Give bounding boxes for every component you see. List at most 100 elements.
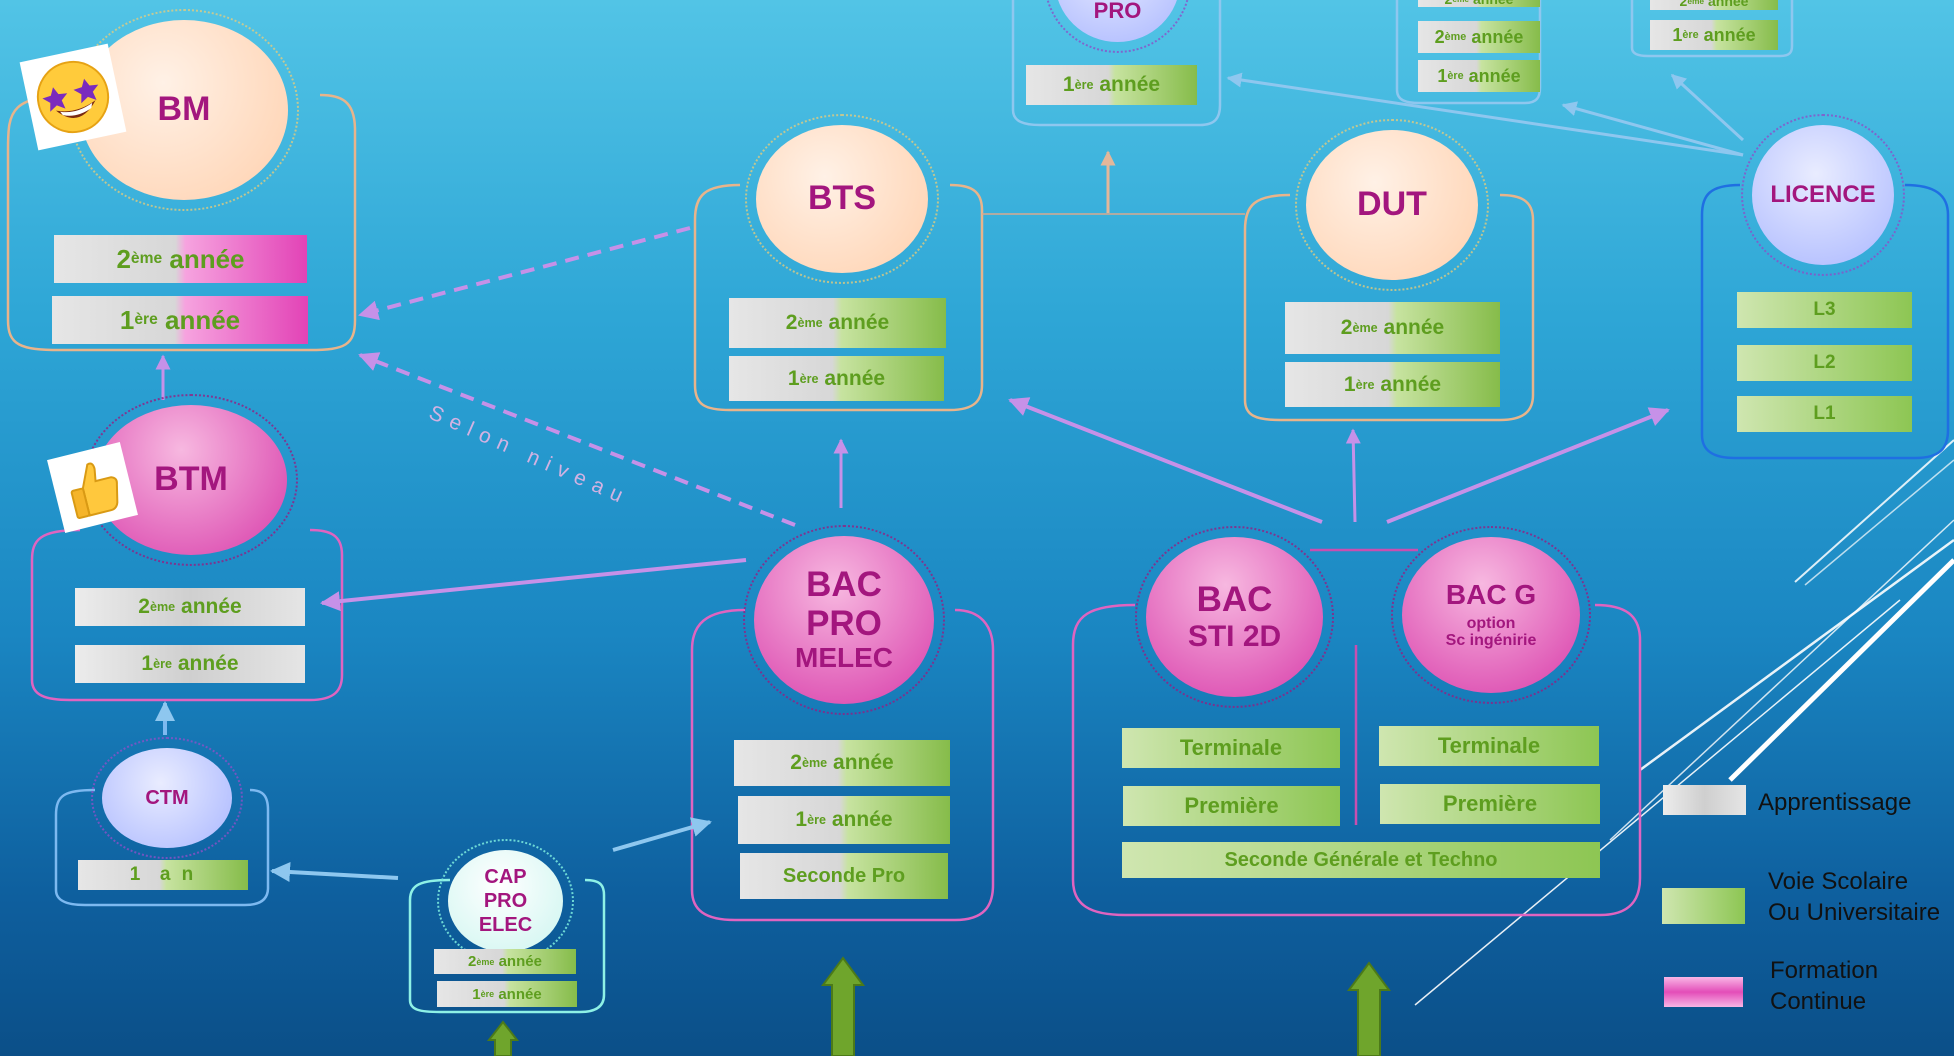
g-premiere-bar: Première xyxy=(1380,784,1600,824)
l1-label: L1 xyxy=(1813,403,1836,424)
bac-sti2d-line1: BAC xyxy=(1196,580,1273,620)
year-number: 2 xyxy=(1340,316,1353,339)
bac-pro-line1: BAC xyxy=(806,565,882,605)
selon-niveau-annotation: Selon niveau xyxy=(425,401,634,511)
year-number: 1 xyxy=(1672,24,1683,45)
legend-swatch-apprentissage xyxy=(1663,785,1746,815)
year-suffix: ème xyxy=(149,600,176,614)
year-suffix: ème xyxy=(130,250,163,267)
year-number: 1 xyxy=(1062,73,1075,96)
year-number: 2 xyxy=(138,595,150,618)
year-number: 1 xyxy=(119,304,135,335)
seconde-pro-bar: Seconde Pro xyxy=(740,853,948,899)
bac-pro-line3: MELEC xyxy=(795,642,893,674)
seconde-gt-label: Seconde Générale et Techno xyxy=(1224,848,1498,871)
year-number: 2 xyxy=(1434,26,1445,47)
year-word: année xyxy=(1707,0,1749,9)
legend-label-formation-line1: Formation xyxy=(1770,957,1879,984)
legend-label-voie-line1: Voie Scolaire xyxy=(1768,868,1909,895)
year-suffix: ère xyxy=(799,371,819,386)
year-word: année xyxy=(164,304,241,335)
bac-g-line3: Sc ingénirie xyxy=(1445,632,1537,650)
year-word: année xyxy=(1703,24,1756,45)
year-number: 2 xyxy=(785,311,798,334)
ctm-circle: CTM xyxy=(91,737,243,859)
year-number: 2 xyxy=(790,751,802,774)
bts-circle: BTS xyxy=(745,114,939,284)
star-struck-face-icon xyxy=(36,60,110,134)
entry-arrow-bac-pro xyxy=(821,956,865,1056)
year-word: année xyxy=(1471,26,1524,47)
entry-arrow-cap xyxy=(486,1020,520,1056)
l3-label: L3 xyxy=(1813,299,1836,320)
year-suffix: ère xyxy=(1447,70,1464,82)
top-pro-circle: PRO xyxy=(1044,0,1191,53)
bm-label: BM xyxy=(157,90,211,129)
year-word: année xyxy=(181,595,242,618)
bac-pro-line2: PRO xyxy=(806,603,882,643)
year-suffix: ère xyxy=(807,813,827,827)
ctm-label: CTM xyxy=(145,787,189,809)
seconde-pro-label: Seconde Pro xyxy=(782,864,906,887)
year-suffix: ère xyxy=(134,311,158,328)
group-brackets xyxy=(6,0,1950,1014)
premiere-label: Première xyxy=(1442,791,1538,816)
year-number: 2 xyxy=(468,953,477,970)
year-word: année xyxy=(1468,65,1521,86)
licence-l2-bar: L2 xyxy=(1737,345,1912,381)
year-suffix: ère xyxy=(153,657,173,671)
year-suffix: ème xyxy=(1352,321,1378,335)
bac-g-line1: BAC G xyxy=(1445,579,1537,610)
bts-label: BTS xyxy=(808,179,876,218)
bac-g-line2: option xyxy=(1466,614,1516,632)
legend-label-formation-line2: Continue xyxy=(1770,988,1867,1015)
premiere-label: Première xyxy=(1184,793,1279,818)
terminale-label: Terminale xyxy=(1179,735,1283,760)
cap-line3: ELEC xyxy=(478,914,533,936)
thumbs-up-hand-icon xyxy=(70,462,118,519)
sti-premiere-bar: Première xyxy=(1123,786,1340,826)
year-number: 1 xyxy=(141,652,154,675)
year-number: 1 xyxy=(787,366,800,390)
year-number: 1 xyxy=(795,808,808,831)
one-year-label: 1 a n xyxy=(129,864,197,885)
licence-l3-bar: L3 xyxy=(1737,292,1912,328)
legend-label-voie-line2: Ou Universitaire xyxy=(1768,899,1941,926)
bac-pro-circle: BAC PRO MELEC xyxy=(743,525,945,715)
year-word: année xyxy=(1383,316,1445,339)
year-number: 2 xyxy=(1679,0,1688,9)
top-pro-label: PRO xyxy=(1093,0,1142,23)
bac-sti2d-circle: BAC STI 2D xyxy=(1135,526,1334,708)
year-suffix: ère xyxy=(1682,29,1699,41)
year-word: année xyxy=(833,751,894,774)
year-suffix: ère xyxy=(480,989,495,999)
legend-swatch-formation-continue xyxy=(1664,977,1743,1007)
l2-label: L2 xyxy=(1813,352,1836,373)
year-suffix: ère xyxy=(1074,78,1094,92)
licence-l1-bar: L1 xyxy=(1737,396,1912,432)
year-word: année xyxy=(498,985,542,1003)
year-number: 1 xyxy=(1437,65,1448,86)
seconde-gt-bar: Seconde Générale et Techno xyxy=(1122,842,1600,878)
year-word: année xyxy=(169,243,245,274)
thumbs-up-emoji-icon xyxy=(47,442,138,533)
dut-label: DUT xyxy=(1357,185,1427,224)
licence-circle: LICENCE xyxy=(1741,114,1905,276)
g-terminale-bar: Terminale xyxy=(1379,726,1599,766)
